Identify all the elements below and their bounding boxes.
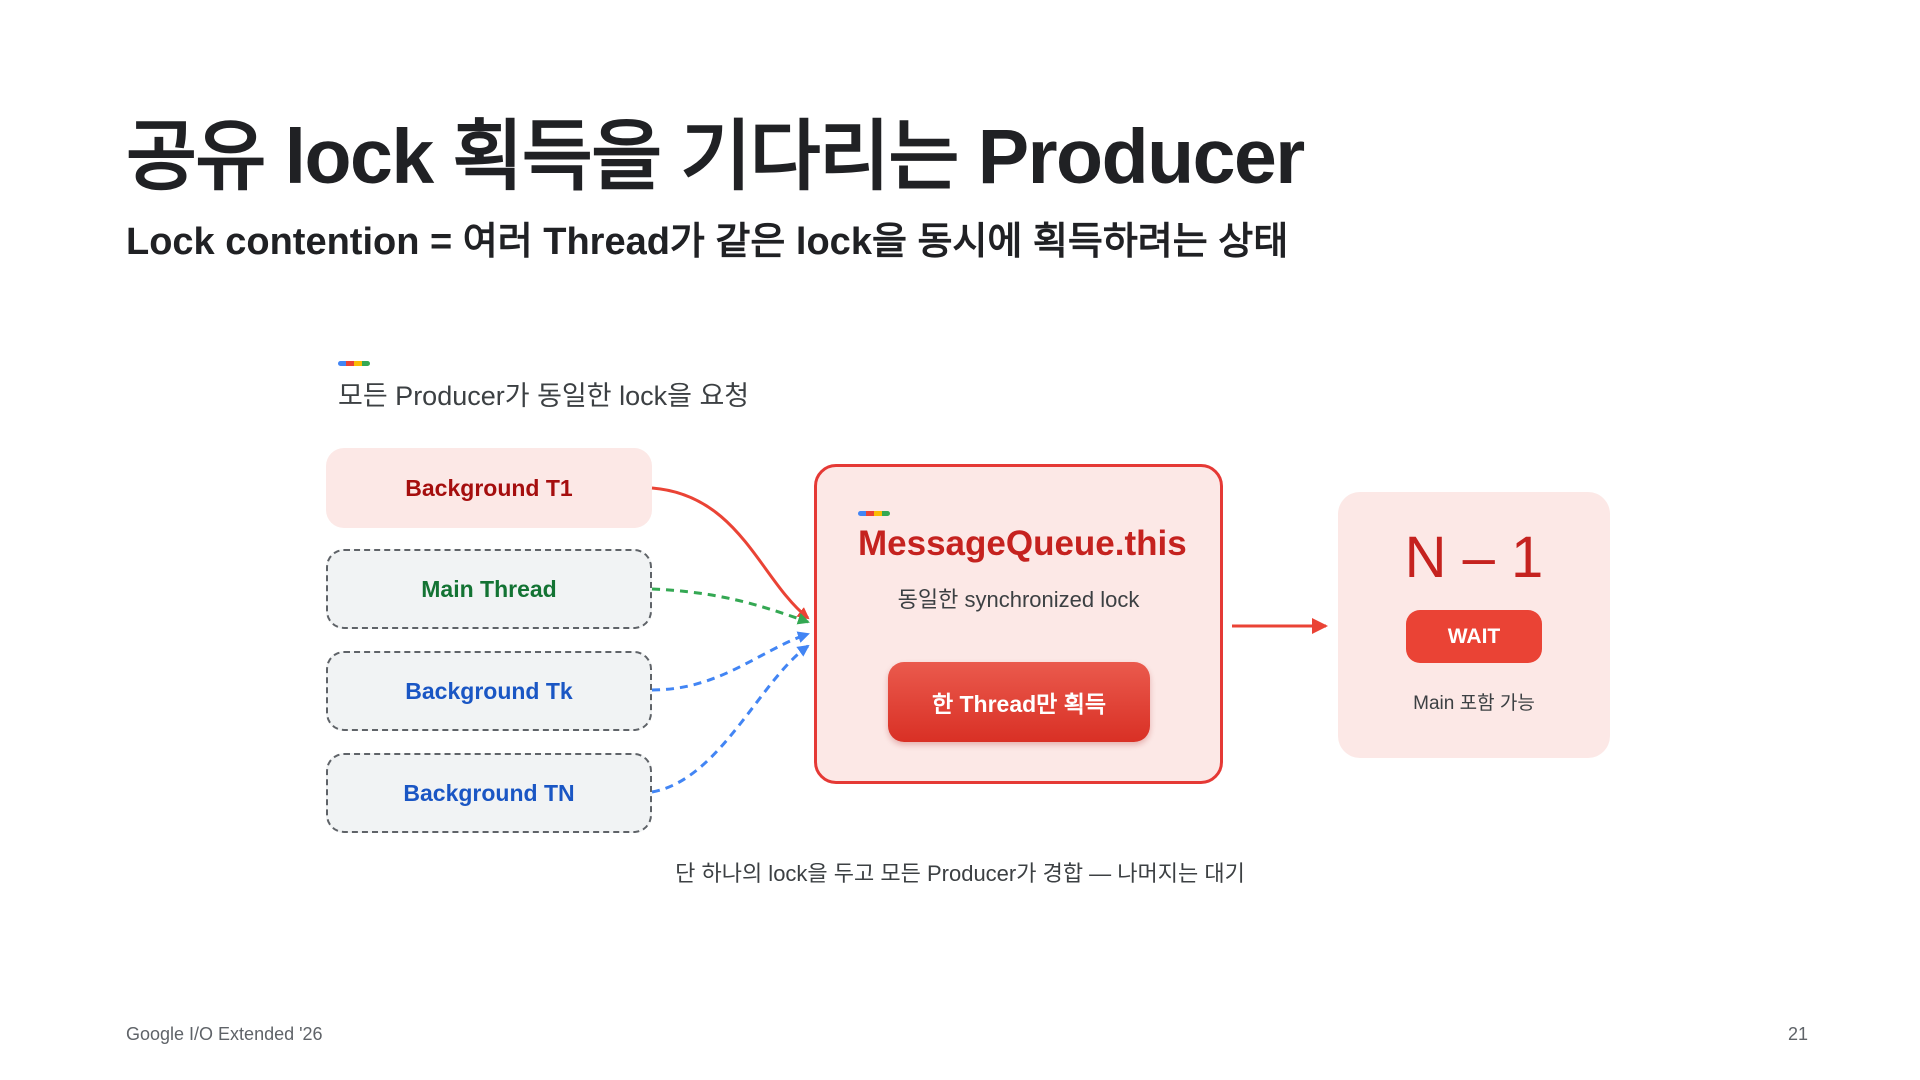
arrow-main-to-lock bbox=[651, 587, 810, 625]
producer-label: Background T1 bbox=[405, 474, 573, 501]
lock-subtitle: 동일한 synchronized lock bbox=[897, 587, 1140, 612]
producer-box-main-thread: Main Thread bbox=[326, 549, 652, 629]
google-color-bar-icon bbox=[858, 511, 890, 516]
producer-box-background-tn: Background TN bbox=[326, 753, 652, 833]
producer-box-background-t1: Background T1 bbox=[326, 448, 652, 528]
wait-label: WAIT bbox=[1447, 624, 1501, 648]
producer-box-background-tk: Background Tk bbox=[326, 651, 652, 731]
slide-title: 공유 lock 획득을 기다리는 Producer bbox=[126, 114, 1305, 200]
section-label: 모든 Producer가 동일한 lock을 요청 bbox=[338, 381, 750, 411]
lock-acquire-label: 한 Thread만 획득 bbox=[931, 691, 1107, 717]
diagram-caption: 단 하나의 lock을 두고 모든 Producer가 경합 — 나머지는 대기 bbox=[675, 861, 1245, 886]
lock-title: MessageQueue.this bbox=[858, 524, 1187, 563]
page-number: 21 bbox=[1787, 1024, 1808, 1044]
arrow-t1-to-lock bbox=[651, 486, 810, 620]
producer-label: Background TN bbox=[403, 779, 575, 806]
google-color-bar-icon bbox=[338, 361, 370, 366]
producer-label: Background Tk bbox=[405, 677, 573, 704]
wait-badge: WAIT bbox=[1406, 610, 1542, 663]
producer-label: Main Thread bbox=[421, 575, 557, 602]
arrow-tn-to-lock bbox=[651, 644, 810, 794]
slide-subtitle: Lock contention = 여러 Thread가 같은 lock을 동시… bbox=[126, 221, 1289, 263]
result-note: Main 포함 가능 bbox=[1413, 693, 1535, 714]
waiting-count: N – 1 bbox=[1404, 525, 1544, 590]
arrow-tk-to-lock bbox=[651, 631, 810, 692]
footer-event: Google I/O Extended '26 bbox=[126, 1024, 323, 1044]
lock-acquire-badge: 한 Thread만 획득 bbox=[888, 662, 1150, 742]
